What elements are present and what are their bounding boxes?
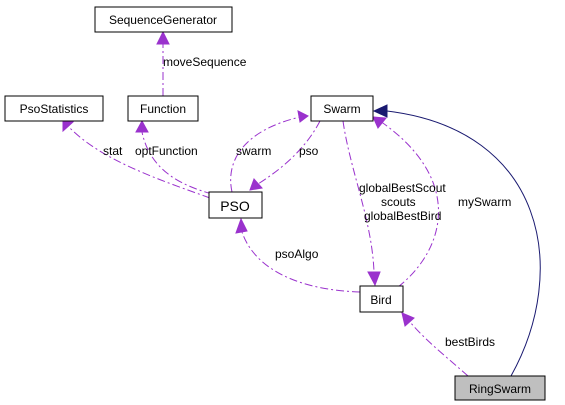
node-swarm[interactable]: Swarm [310, 95, 374, 122]
edge-pso-algo [235, 217, 361, 293]
label-stat: stat [103, 144, 123, 158]
label-pso: pso [299, 144, 319, 158]
node-ring-swarm[interactable]: RingSwarm [454, 375, 546, 401]
node-pso-label: PSO [220, 198, 250, 214]
node-bird[interactable]: Bird [359, 285, 404, 313]
node-ring-swarm-label: RingSwarm [469, 382, 531, 396]
node-bird-label: Bird [370, 293, 391, 307]
label-best-birds: bestBirds [445, 335, 495, 349]
edge-global-best [342, 120, 381, 287]
label-opt-function: optFunction [135, 144, 198, 158]
label-my-swarm: mySwarm [458, 195, 511, 209]
edge-move-sequence [156, 30, 170, 96]
edge-best-birds [401, 312, 469, 377]
node-pso-statistics[interactable]: PsoStatistics [4, 95, 104, 122]
label-global-best-bird: globalBestBird [364, 209, 441, 223]
edge-pso [249, 120, 321, 191]
edge-inheritance [372, 104, 541, 377]
label-swarm: swarm [236, 144, 271, 158]
node-swarm-label: Swarm [323, 102, 360, 116]
node-pso[interactable]: PSO [208, 191, 263, 219]
node-sequence-generator[interactable]: SequenceGenerator [94, 6, 233, 33]
edge-swarm [230, 110, 309, 193]
node-function[interactable]: Function [127, 95, 199, 122]
edge-opt-function [135, 119, 213, 195]
label-global-best-scout: globalBestScout [359, 181, 446, 195]
label-scouts: scouts [381, 195, 416, 209]
edge-my-swarm [372, 116, 439, 288]
node-pso-statistics-label: PsoStatistics [20, 102, 89, 116]
label-pso-algo: psoAlgo [275, 247, 319, 261]
node-sequence-generator-label: SequenceGenerator [109, 13, 217, 27]
label-move-sequence: moveSequence [163, 55, 247, 69]
node-function-label: Function [140, 102, 186, 116]
